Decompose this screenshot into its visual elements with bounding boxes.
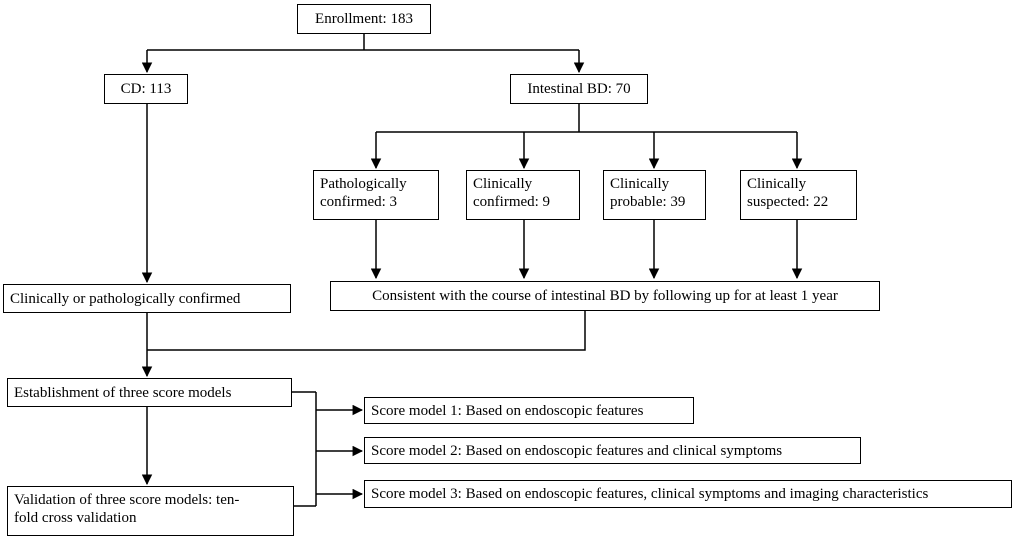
clinically-probable-line-2: probable: 39 (610, 194, 686, 210)
validation-line-2: fold cross validation (14, 510, 137, 526)
cd-box: CD: 113 (104, 74, 188, 104)
bd-followup-label: Consistent with the course of intestinal… (372, 288, 838, 304)
intestinal-bd-box: Intestinal BD: 70 (510, 74, 648, 104)
pathologically-confirmed-box: Pathologically confirmed: 3 (313, 170, 439, 220)
clinically-confirmed-line-2: confirmed: 9 (473, 194, 551, 210)
score-model-1-box: Score model 1: Based on endoscopic featu… (364, 397, 694, 424)
establishment-label: Establishment of three score models (14, 384, 232, 401)
cd-confirmed-box: Clinically or pathologically confirmed (3, 284, 291, 313)
cd-confirmed-label: Clinically or pathologically confirmed (10, 290, 241, 307)
followup-stem (147, 311, 586, 351)
cd-label: CD: 113 (120, 81, 172, 97)
validation-box: Validation of three score models: ten- f… (7, 486, 294, 536)
enrollment-label: Enrollment: 183 (315, 11, 413, 27)
clinically-confirmed-line-1: Clinically (473, 176, 533, 192)
score-model-2-box: Score model 2: Based on endoscopic featu… (364, 437, 861, 464)
bd-followup-box: Consistent with the course of intestinal… (330, 281, 880, 311)
pathologically-confirmed-line-2: confirmed: 3 (320, 194, 398, 210)
enrollment-box: Enrollment: 183 (297, 4, 431, 34)
score-model-2-label: Score model 2: Based on endoscopic featu… (371, 442, 783, 459)
clinically-suspected-box: Clinically suspected: 22 (740, 170, 857, 220)
score-model-3-label: Score model 3: Based on endoscopic featu… (371, 486, 929, 502)
establishment-box: Establishment of three score models (7, 378, 292, 407)
validation-line-1: Validation of three score models: ten- (14, 492, 240, 508)
score-model-1-label: Score model 1: Based on endoscopic featu… (371, 402, 644, 419)
clinically-probable-box: Clinically probable: 39 (603, 170, 706, 220)
score-model-3-box: Score model 3: Based on endoscopic featu… (364, 480, 1012, 508)
clinically-probable-line-1: Clinically (610, 176, 670, 192)
pathologically-confirmed-line-1: Pathologically (320, 176, 407, 192)
intestinal-bd-label: Intestinal BD: 70 (527, 81, 631, 97)
clinically-suspected-line-1: Clinically (747, 176, 807, 192)
clinically-suspected-line-2: suspected: 22 (747, 194, 829, 210)
clinically-confirmed-box: Clinically confirmed: 9 (466, 170, 580, 220)
